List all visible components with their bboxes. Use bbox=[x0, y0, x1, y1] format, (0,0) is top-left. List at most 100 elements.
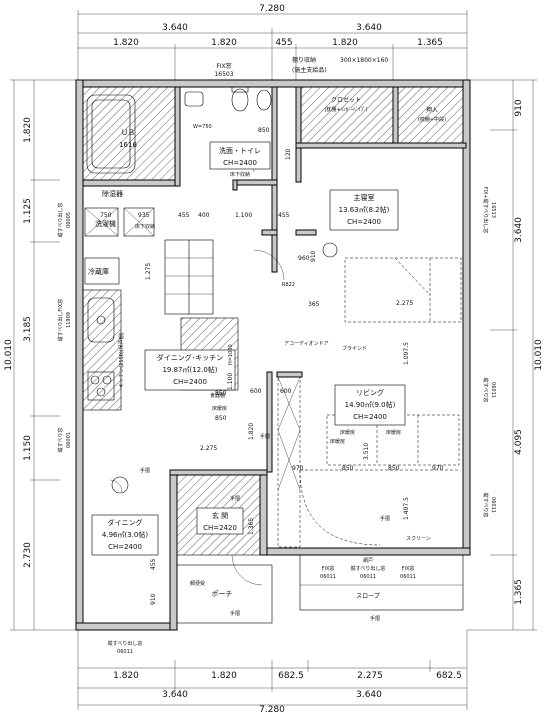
int-dim-970b: 970 bbox=[432, 465, 444, 472]
bottom-seg-1: 1.820 bbox=[113, 671, 139, 681]
floor-heat-2: 床暖房 bbox=[340, 429, 355, 436]
r822: R822 bbox=[282, 282, 295, 288]
int-dim-850: 850 bbox=[258, 127, 270, 134]
oshiire-note: (枕棚+中段) bbox=[418, 116, 446, 123]
door-bottom: 網戸 bbox=[363, 557, 373, 564]
int-dim-1097: 1.097.5 bbox=[403, 342, 410, 365]
top-seg-4: 1.820 bbox=[332, 38, 358, 48]
window-left-1: 縦すべり出しFIX窓 bbox=[57, 299, 64, 341]
handrail-1: 手摺 bbox=[140, 467, 150, 474]
handrail-2: 手摺 bbox=[230, 495, 240, 502]
door-bottom-code: 06011 bbox=[360, 574, 376, 580]
living-name: リビング bbox=[356, 388, 384, 397]
ldk-ch: CH=2400 bbox=[173, 378, 207, 386]
washbasin bbox=[184, 91, 204, 107]
floor-storage-2: 床下収納 bbox=[230, 171, 250, 178]
right-seg-1: 910 bbox=[514, 99, 524, 116]
h1000: H=1000 bbox=[228, 344, 234, 365]
int-dim-120: 120 bbox=[285, 148, 292, 160]
int-dim-1820: 1.820 bbox=[248, 423, 255, 440]
sink bbox=[87, 297, 115, 343]
window-left-2: 縦すべり窓 bbox=[57, 428, 64, 453]
ub-size: 1616 bbox=[119, 141, 137, 149]
living-area: 14.90㎡(9.0帖) bbox=[345, 400, 396, 409]
bottom-seg-5: 682.5 bbox=[436, 671, 462, 681]
top-seg-5: 1.365 bbox=[417, 38, 443, 48]
fridge bbox=[84, 257, 120, 285]
slope-label: スロープ bbox=[356, 593, 380, 600]
left-seg-1: 1.820 bbox=[23, 117, 33, 143]
right-total: 10.010 bbox=[534, 339, 544, 371]
int-dim-600b: 600 bbox=[280, 388, 292, 395]
int-dim-1497: 1.497.5 bbox=[403, 497, 410, 520]
wash-label: 洗濯機 bbox=[95, 219, 116, 228]
room-washroom: 洗面・トイレ CH=2400 bbox=[209, 141, 271, 170]
int-dim-910b: 910 bbox=[150, 593, 157, 605]
int-dim-365: 365 bbox=[308, 301, 320, 308]
misc-labels: FIX窓 16503 棚り収納 300×1800×160 (施主支給品) W=7… bbox=[57, 56, 496, 655]
int-dim-455b: 455 bbox=[278, 212, 290, 219]
dining-round-table bbox=[111, 242, 338, 494]
room-living: リビング 14.90㎡(9.0帖) CH=2400 bbox=[334, 384, 406, 426]
window-left-3-code: 06005 bbox=[66, 212, 72, 228]
master-name: 主寝室 bbox=[354, 193, 375, 202]
window-right-2: 縦すべり窓 bbox=[482, 378, 489, 403]
int-dim-2275b: 2.275 bbox=[396, 300, 413, 307]
fix-bottom-2-code: 06011 bbox=[400, 574, 416, 580]
bed-area bbox=[344, 257, 462, 323]
w750: W=750 bbox=[193, 124, 212, 130]
floor-heat-4: 床暖房 bbox=[330, 438, 345, 445]
fix-bottom-2: FIX窓 bbox=[402, 565, 415, 572]
fix-bottom-1-code: 06011 bbox=[320, 574, 336, 580]
int-dim-850e: 850 bbox=[215, 415, 227, 422]
oshiire-hatch bbox=[397, 86, 464, 144]
screen-label: スクリーン bbox=[406, 536, 431, 542]
int-dim-1365: 1.365 bbox=[248, 518, 255, 535]
kitchen-hatch bbox=[82, 289, 122, 411]
fix-top-code: 16503 bbox=[214, 71, 233, 78]
int-dim-750: 750 bbox=[100, 212, 112, 219]
right-dimensions: 10.010 910 3.640 4.095 1.365 bbox=[467, 79, 544, 631]
window-right-1: FIX+縦すべり出し窓 bbox=[482, 187, 489, 234]
washroom-ch: CH=2400 bbox=[223, 159, 257, 167]
handrail-6: 手摺 bbox=[380, 515, 390, 522]
dining-name: ダイニング bbox=[108, 518, 143, 527]
fix-bottom-1: FIX窓 bbox=[322, 565, 335, 572]
closet-note: (枕棚+ﾊﾝｶﾞｰﾊﾟｲﾌﾟ) bbox=[324, 106, 367, 113]
left-total: 10.010 bbox=[4, 339, 14, 371]
accordion-label: アコーディオンドア bbox=[284, 340, 329, 347]
int-dim-600a: 600 bbox=[250, 388, 262, 395]
room-entrance: 玄 関 CH=2420 bbox=[196, 507, 244, 535]
left-seg-2: 1.125 bbox=[23, 198, 33, 224]
top-seg-3: 455 bbox=[275, 38, 292, 48]
left-seg-4: 1.150 bbox=[23, 435, 33, 461]
int-dim-935: 935 bbox=[138, 212, 150, 219]
floor-heat-1: 床暖房 bbox=[212, 405, 227, 412]
int-dim-2275a: 2.275 bbox=[200, 445, 217, 452]
int-dim-455a: 455 bbox=[178, 212, 190, 219]
porch-slope bbox=[176, 554, 464, 624]
window-left-3: 縦すべり出し窓 bbox=[57, 203, 64, 238]
door-bottom-2: 縦すべり出し窓 bbox=[351, 565, 386, 572]
postbox-label: 郵便受 bbox=[190, 580, 205, 587]
oshiire-name: 押入 bbox=[426, 106, 438, 114]
window-right-3: 縦すべり窓 bbox=[482, 493, 489, 518]
int-dim-850c: 850 bbox=[342, 465, 354, 472]
int-dim-970a: 970 bbox=[292, 465, 304, 472]
int-dim-1275: 1.275 bbox=[145, 263, 152, 280]
window-left-2-code: 06001 bbox=[66, 432, 72, 448]
bottom-half-left: 3.640 bbox=[162, 690, 188, 700]
bottom-seg-2: 1.820 bbox=[211, 671, 237, 681]
int-dim-1100b: 1.100 bbox=[227, 373, 234, 390]
blind-label: ブラインド bbox=[342, 345, 367, 352]
top-seg-2: 1.820 bbox=[211, 38, 237, 48]
top-seg-1: 1.820 bbox=[113, 38, 139, 48]
window-left-1-code: 11909 bbox=[66, 312, 72, 328]
fridge-label: 冷蔵庫 bbox=[88, 267, 109, 276]
fix-top: FIX窓 bbox=[216, 62, 231, 70]
int-dim-1100: 1.100 bbox=[235, 212, 252, 219]
ldk-name: ダイニング･キッチン bbox=[157, 353, 224, 362]
int-dim-400: 400 bbox=[198, 212, 210, 219]
window-right-3-code: 06011 bbox=[490, 497, 496, 513]
int-dim-960: 960 bbox=[298, 255, 310, 262]
